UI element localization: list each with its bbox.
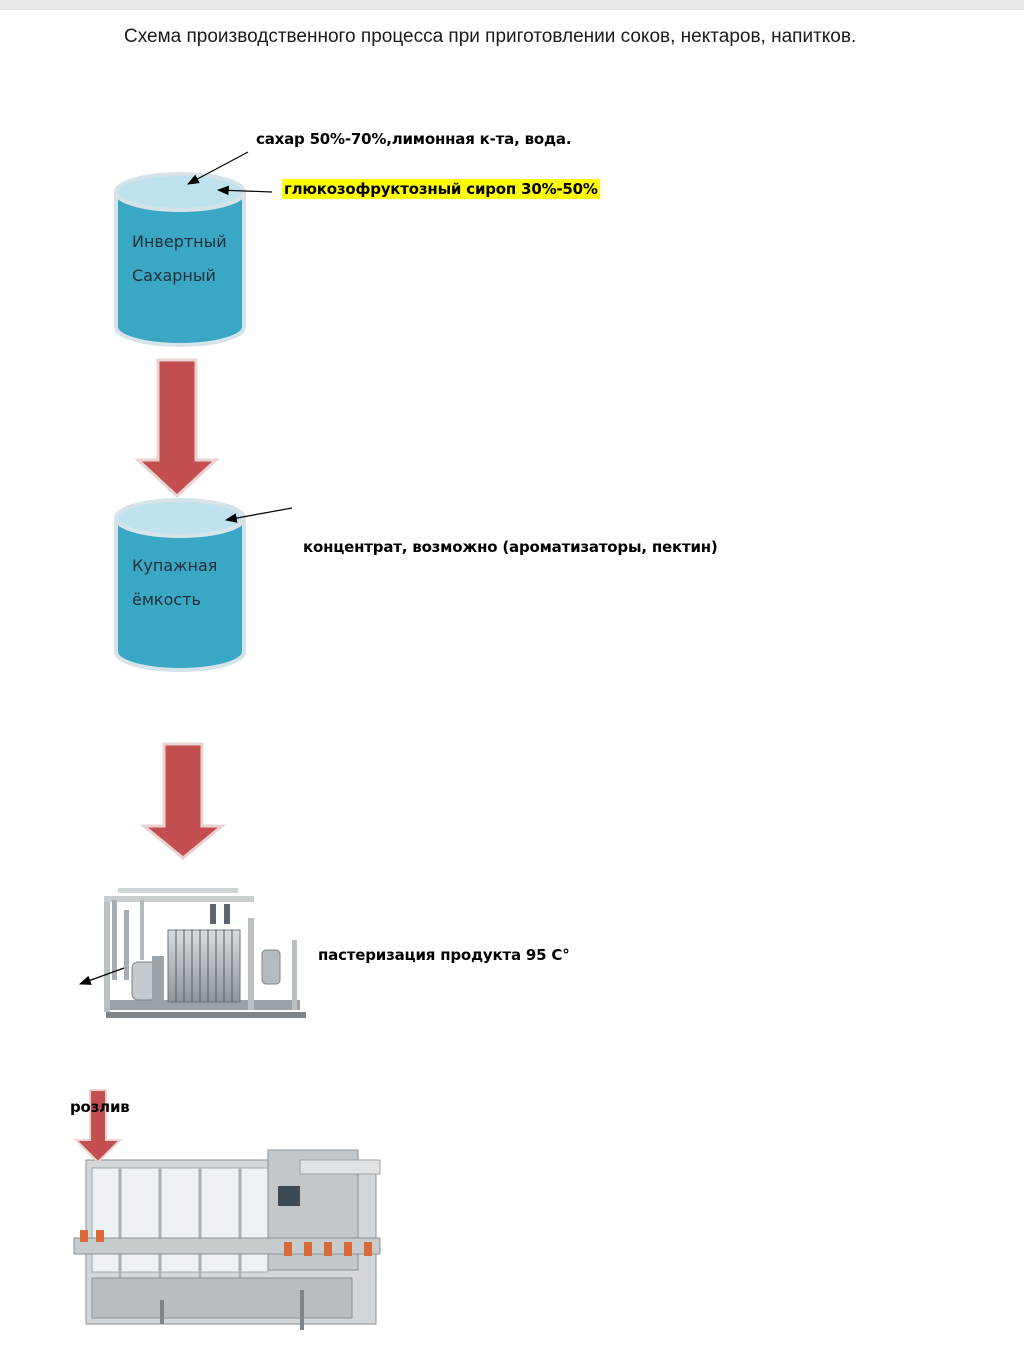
tank2-label-line2: ёмкость — [132, 590, 201, 609]
label-concentrate: концентрат, возможно (ароматизаторы, пек… — [303, 538, 718, 556]
label-glucose-syrup-text: глюкозофруктозный сироп 30%-50% — [282, 179, 600, 199]
flow-arrow-1 — [134, 358, 220, 499]
filling-machine-image — [73, 1149, 381, 1330]
pointer-arrow-syrup — [216, 185, 273, 196]
page-title: Схема производственного процесса при при… — [124, 26, 857, 47]
label-glucose-syrup: глюкозофруктозный сироп 30%-50% — [282, 179, 600, 199]
label-filling: розлив — [70, 1098, 130, 1116]
tank2-label-line1: Купажная — [132, 556, 218, 575]
tank-blending — [114, 498, 246, 672]
tank-invert-sugar — [114, 172, 246, 347]
top-bar — [0, 0, 1024, 10]
pasteurizer-image — [104, 888, 306, 1018]
pointer-arrow-sugar — [186, 151, 249, 185]
flow-arrow-2 — [139, 742, 227, 860]
tank1-label-line1: Инвертный — [132, 232, 227, 251]
pointer-arrow-pasteurizer — [78, 967, 125, 985]
label-pasteurization: пастеризация продукта 95 С° — [318, 946, 570, 964]
flow-arrow-3 — [73, 1089, 123, 1164]
tank1-label-line2: Сахарный — [132, 266, 216, 285]
label-sugar-inputs: сахар 50%-70%,лимонная к-та, вода. — [256, 130, 572, 148]
pointer-arrow-concentrate — [224, 507, 293, 523]
